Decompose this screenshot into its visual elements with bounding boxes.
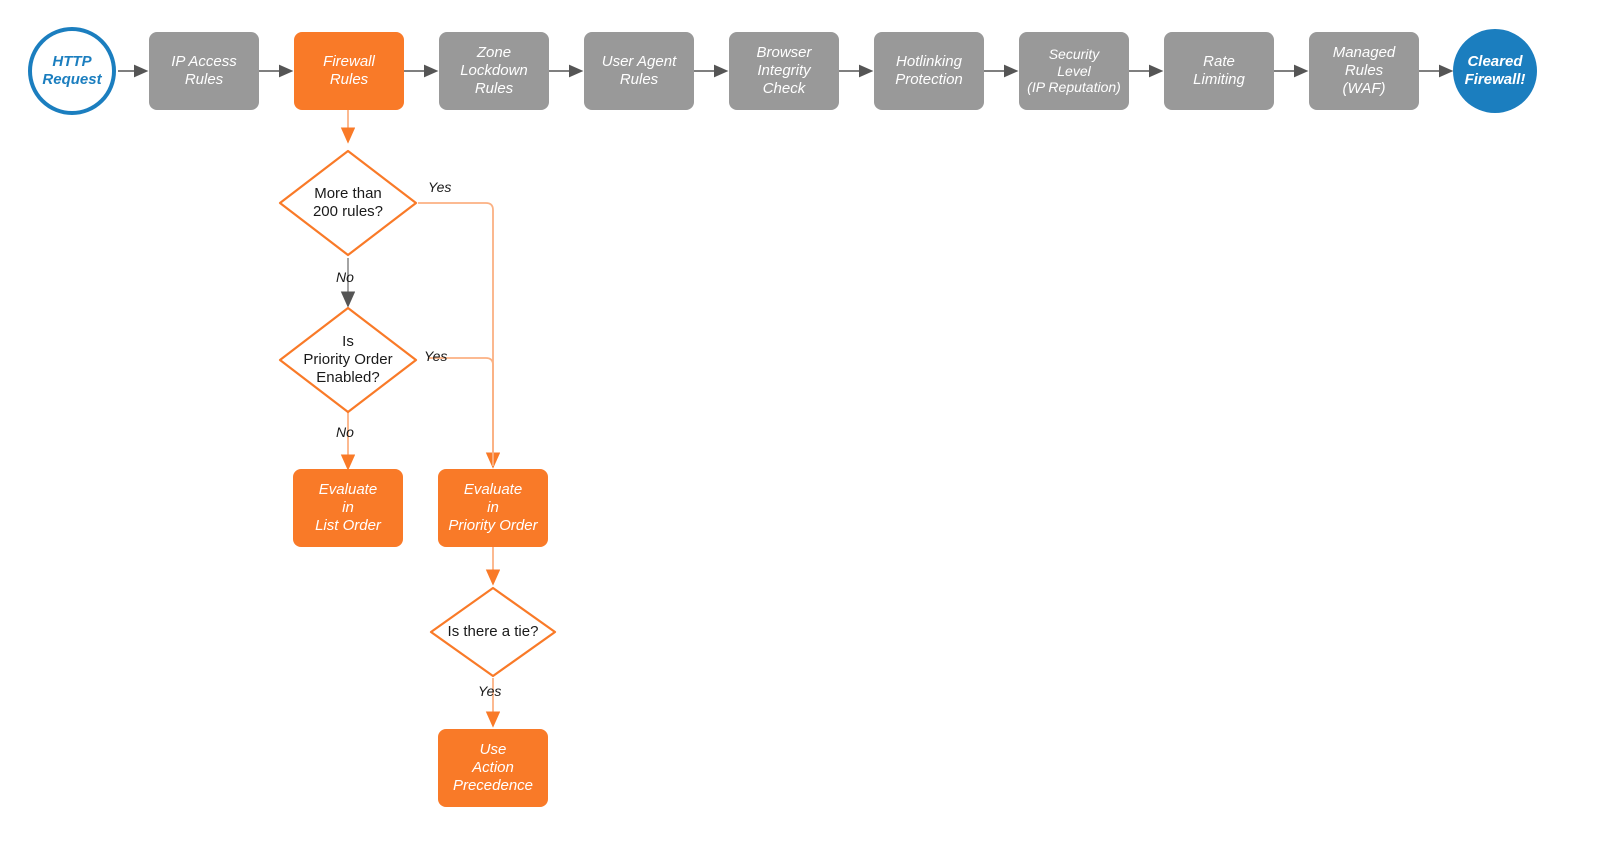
node-managed-rules-waf[interactable]: Managed Rules (WAF) <box>1309 32 1419 110</box>
edge-label-no-priority-order: No <box>336 424 354 440</box>
edge-label-yes-priority-order: Yes <box>424 348 448 364</box>
node-cleared-firewall[interactable]: Cleared Firewall! <box>1453 29 1537 113</box>
node-ip-access-rules[interactable]: IP Access Rules <box>149 32 259 110</box>
node-zone-lockdown-rules[interactable]: Zone Lockdown Rules <box>439 32 549 110</box>
node-evaluate-in-list-order[interactable]: Evaluate in List Order <box>293 469 403 547</box>
node-hotlinking-protection[interactable]: Hotlinking Protection <box>874 32 984 110</box>
node-evaluate-in-priority-order[interactable]: Evaluate in Priority Order <box>438 469 548 547</box>
node-user-agent-rules[interactable]: User Agent Rules <box>584 32 694 110</box>
edge-label-yes-more-than-200: Yes <box>428 179 452 195</box>
node-firewall-rules[interactable]: Firewall Rules <box>294 32 404 110</box>
diamond-shape <box>429 586 557 678</box>
node-browser-integrity-check[interactable]: Browser Integrity Check <box>729 32 839 110</box>
decision-is-there-a-tie[interactable]: Is there a tie? <box>428 585 558 679</box>
node-use-action-precedence[interactable]: Use Action Precedence <box>438 729 548 807</box>
node-security-level[interactable]: Security Level (IP Reputation) <box>1019 32 1129 110</box>
decision-more-than-200-rules[interactable]: More than 200 rules? <box>277 148 419 258</box>
edge-label-yes-tie: Yes <box>478 683 502 699</box>
decision-is-priority-order-enabled[interactable]: Is Priority Order Enabled? <box>277 305 419 415</box>
node-rate-limiting[interactable]: Rate Limiting <box>1164 32 1274 110</box>
decision-label: Is Priority Order Enabled? <box>303 333 393 386</box>
edge-label-no-more-than-200: No <box>336 269 354 285</box>
node-http-request[interactable]: HTTP Request <box>28 27 116 115</box>
edge-decision1-yes <box>418 202 501 469</box>
decision-label: More than 200 rules? <box>312 185 384 220</box>
diamond-shape <box>278 149 418 257</box>
diamond-shape <box>278 306 418 414</box>
edge-decision2-yes <box>428 357 494 466</box>
decision-label: Is there a tie? <box>447 623 539 641</box>
